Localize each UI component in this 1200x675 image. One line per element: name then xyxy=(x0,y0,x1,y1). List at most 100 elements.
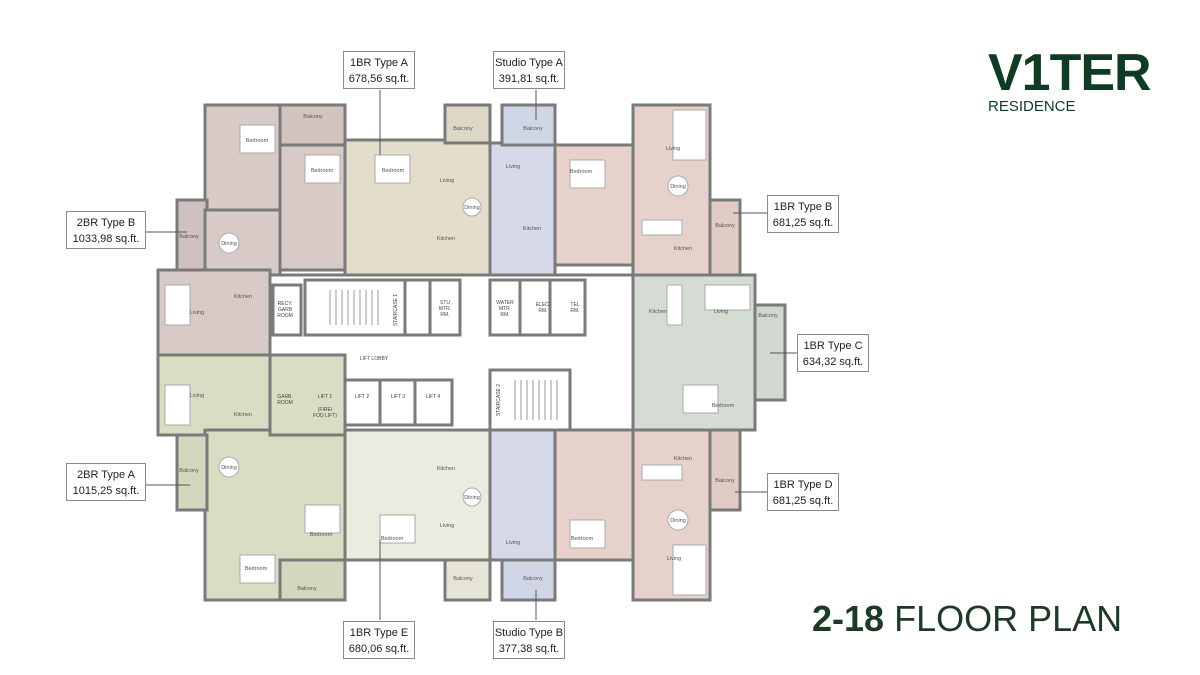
unit-1br-type-b[interactable] xyxy=(553,103,742,277)
unit-area: 681,25 sq.ft. xyxy=(772,217,834,229)
unit-area: 634,32 sq.ft. xyxy=(802,356,864,368)
unit-area: 681,25 sq.ft. xyxy=(772,495,834,507)
unit-callout-1br-type-a: 1BR Type A 678,56 sq.ft. xyxy=(343,51,415,89)
unit-area: 377,38 sq.ft. xyxy=(498,643,560,655)
room-label: Dining xyxy=(221,465,237,471)
room-label: Living xyxy=(440,178,454,184)
room-label: Kitchen xyxy=(234,294,252,300)
room-label: Bedroom xyxy=(246,138,269,144)
page-title: 2-18 FLOOR PLAN xyxy=(812,598,1122,640)
room-label: Bedroom xyxy=(245,566,268,572)
room-label: Balcony xyxy=(523,126,543,132)
room-label: Living xyxy=(190,310,204,316)
room-label: Dining xyxy=(670,518,686,524)
unit-area: 680,06 sq.ft. xyxy=(348,643,410,655)
core-label: RM. xyxy=(538,308,547,314)
logo-wordmark: V1TER xyxy=(988,44,1152,102)
room-label: Dining xyxy=(464,495,480,501)
room-label: Bedroom xyxy=(712,403,735,409)
floor-range: 2-18 xyxy=(812,598,885,639)
room-label: Kitchen xyxy=(523,226,541,232)
room-label: Balcony xyxy=(715,478,735,484)
unit-type: 1BR Type B xyxy=(773,201,833,213)
room-label: Kitchen xyxy=(674,246,692,252)
core-label: RM. xyxy=(570,308,579,314)
unit-callout-1br-type-e: 1BR Type E 680,06 sq.ft. xyxy=(343,621,415,659)
unit-callout-studio-type-b: Studio Type B 377,38 sq.ft. xyxy=(493,621,565,659)
unit-1br-type-d[interactable] xyxy=(553,428,742,602)
room-label: Balcony xyxy=(715,223,735,229)
room-label: Living xyxy=(667,556,681,562)
unit-callout-2br-type-b: 2BR Type B 1033,98 sq.ft. xyxy=(66,211,146,249)
core-label: RM. xyxy=(440,312,449,318)
core-label: STAIRCASE 1 xyxy=(393,294,399,326)
unit-1br-type-e[interactable] xyxy=(343,428,492,602)
lift-1-label[interactable]: LIFT 1 xyxy=(318,394,333,400)
unit-type: 1BR Type E xyxy=(349,627,409,639)
core-label: MTR. xyxy=(439,306,451,312)
core-label: RECY. xyxy=(278,301,293,307)
room-label: Living xyxy=(506,540,520,546)
unit-type: 2BR Type A xyxy=(77,469,135,481)
core-label: STU xyxy=(440,300,450,306)
room-label: Living xyxy=(506,164,520,170)
title-label: FLOOR PLAN xyxy=(894,598,1123,639)
room-label: Bedroom xyxy=(311,168,334,174)
core-label: RM. xyxy=(500,312,509,318)
core-label: (FIRE/ xyxy=(318,407,333,413)
unit-type: Studio Type B xyxy=(494,627,564,639)
core-label: FOD LIFT) xyxy=(313,413,337,419)
unit-type: 1BR Type C xyxy=(803,340,863,352)
staircase-1-treads xyxy=(329,290,558,420)
unit-type: 1BR Type A xyxy=(350,57,408,69)
room-label: Kitchen xyxy=(234,412,252,418)
lift-3-label[interactable]: LIFT 3 xyxy=(391,394,406,400)
room-label: Kitchen xyxy=(437,466,455,472)
core-label: MTR. xyxy=(499,306,511,312)
room-label: Living xyxy=(714,309,728,315)
room-label: Kitchen xyxy=(649,309,667,315)
room-label: Kitchen xyxy=(674,456,692,462)
room-label: Balcony xyxy=(179,234,199,240)
room-label: Bedroom xyxy=(570,169,593,175)
room-label: Bedroom xyxy=(382,168,405,174)
unit-type: 1BR Type D xyxy=(773,479,833,491)
room-label: Balcony xyxy=(179,468,199,474)
lift-lobby-label: LIFT LOBBY xyxy=(360,356,389,362)
room-label: Dining xyxy=(464,205,480,211)
unit-callout-1br-type-c: 1BR Type C 634,32 sq.ft. xyxy=(797,334,869,372)
room-label: Living xyxy=(190,393,204,399)
core-label: ROOM xyxy=(277,313,293,319)
unit-type: 2BR Type B xyxy=(76,217,136,229)
core-label: STAIRCASE 2 xyxy=(496,384,502,416)
callout-leaders xyxy=(145,90,797,620)
unit-type: Studio Type A xyxy=(495,57,563,69)
room-label: Bedroom xyxy=(381,536,404,542)
brand-logo: V1TER RESIDENCE xyxy=(988,44,1152,115)
core-label: GARB xyxy=(278,307,293,313)
room-label: Living xyxy=(666,146,680,152)
unit-area: 1015,25 sq.ft. xyxy=(72,485,140,497)
room-label: Balcony xyxy=(758,313,778,319)
room-label: Balcony xyxy=(453,126,473,132)
core-label: ROOM xyxy=(277,400,293,406)
lift-2-label[interactable]: LIFT 2 xyxy=(355,394,370,400)
unit-studio-type-b[interactable] xyxy=(488,428,557,602)
room-label: Dining xyxy=(221,241,237,247)
core-label: GARB. xyxy=(277,394,293,400)
logo-subtitle: RESIDENCE xyxy=(988,98,1076,115)
unit-area: 391,81 sq.ft. xyxy=(498,73,560,85)
core-label: ELEC. xyxy=(536,302,550,308)
lift-4-label[interactable]: LIFT 4 xyxy=(426,394,441,400)
unit-2br-type-b[interactable] xyxy=(156,103,347,357)
unit-callout-1br-type-d: 1BR Type D 681,25 sq.ft. xyxy=(767,473,839,511)
room-label: Balcony xyxy=(303,114,323,120)
core-label: TEL xyxy=(570,302,579,308)
room-label: Kitchen xyxy=(437,236,455,242)
core-label: WATER xyxy=(496,300,514,306)
room-label: Living xyxy=(440,523,454,529)
furniture xyxy=(164,109,751,596)
room-label: Balcony xyxy=(453,576,473,582)
unit-area: 1033,98 sq.ft. xyxy=(72,233,140,245)
room-label: Dining xyxy=(670,184,686,190)
